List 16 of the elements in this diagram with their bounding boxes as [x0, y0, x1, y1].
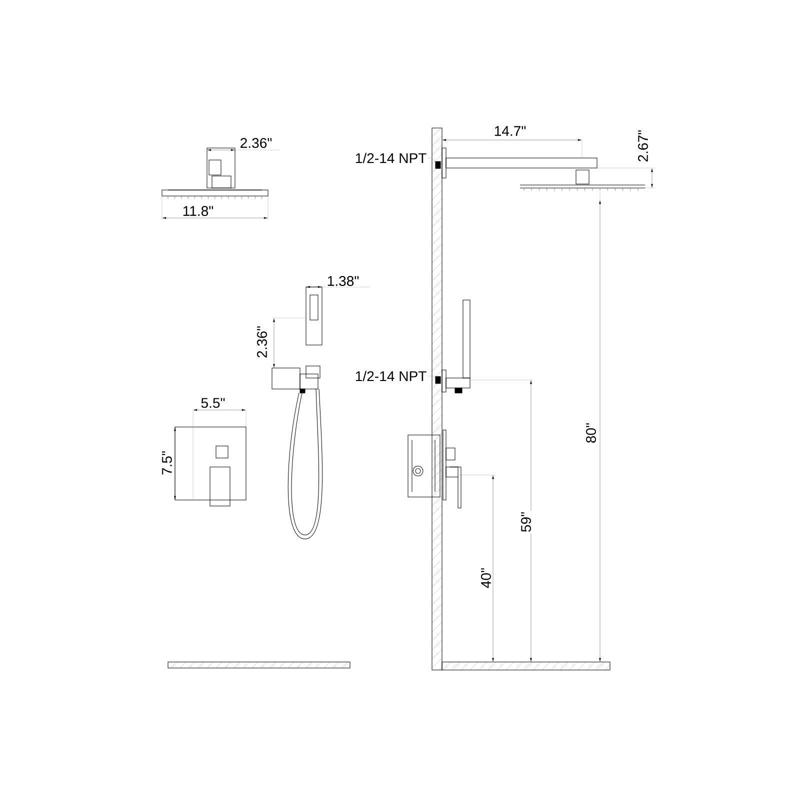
- dimension-label: 80": [585, 422, 597, 444]
- dimension-label: 1.38": [326, 275, 360, 287]
- dimension-label: 2.36": [256, 324, 268, 360]
- dimension-label: 40": [480, 566, 492, 590]
- dimension-label: 2.67": [637, 128, 649, 164]
- dimension-label: 5.5": [200, 397, 226, 409]
- pipe-fitting: [435, 376, 441, 384]
- leader-line: [428, 158, 436, 162]
- dimension-label: 11.8": [181, 205, 215, 217]
- thread-label: 1/2-14 NPT: [356, 152, 426, 164]
- dimension-label: 7.5": [161, 450, 173, 476]
- dimension-label: 59": [520, 510, 532, 534]
- thread-label: 1/2-14 NPT: [356, 370, 426, 382]
- dimension-label: 14.7": [492, 125, 528, 137]
- dimension-label: 2.36": [238, 137, 274, 149]
- pipe-fitting: [435, 161, 441, 169]
